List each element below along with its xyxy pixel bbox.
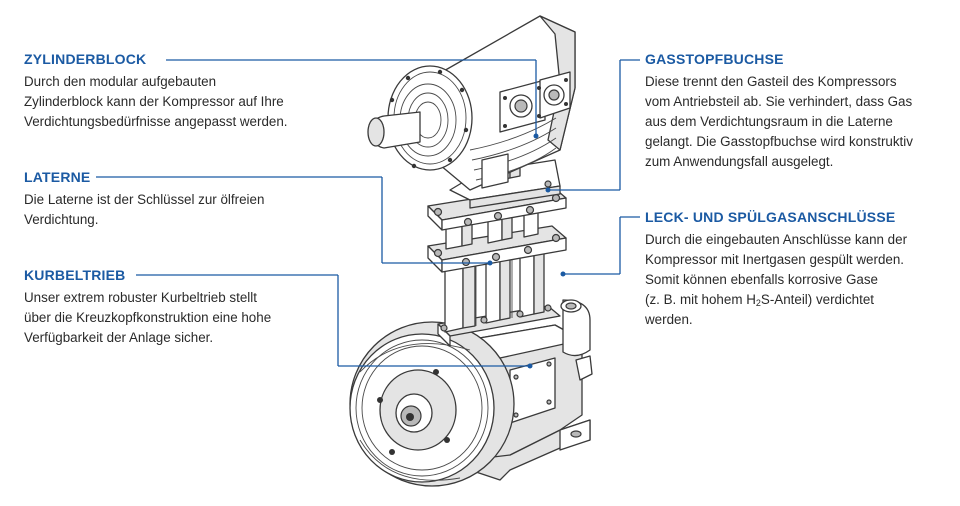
callout-line: vom Antriebsteil ab. Sie verhindert, das… (645, 94, 913, 109)
callout-text: Durch die eingebauten Anschlüsse kann de… (645, 230, 945, 330)
callout-title: LATERNE (24, 169, 91, 185)
callout-title: GASSTOPFBUCHSE (645, 51, 784, 67)
callout-line: zum Anwendungsfall ausgelegt. (645, 154, 834, 169)
callout-laterne: LATERNE Die Laterne ist der Schlüssel zu… (24, 168, 324, 230)
formula-subscript: 2 (755, 298, 761, 308)
callout-line: gelangt. Die Gasstopfbuchse wird konstru… (645, 134, 913, 149)
callout-line: Somit können ebenfalls korrosive Gase (645, 272, 878, 287)
flywheel (349, 321, 515, 487)
callout-line: Kompressor mit Inertgasen gespült werden… (645, 252, 905, 267)
callout-title: KURBELTRIEB (24, 267, 126, 283)
formula-after: S-Anteil) verdichtet (760, 292, 875, 307)
callout-leck-spuelgasanschluesse: LECK- UND SPÜLGASANSCHLÜSSE Durch die ei… (645, 208, 945, 330)
callout-line: Verdichtung. (24, 212, 99, 227)
callout-text: Diese trennt den Gasteil des Kompressors… (645, 72, 945, 172)
callout-line: über die Kreuzkopfkonstruktion eine hohe (24, 310, 272, 325)
callout-zylinderblock: ZYLINDERBLOCK Durch den modular aufgebau… (24, 50, 324, 132)
base-feet (469, 419, 591, 481)
callout-title: ZYLINDERBLOCK (24, 51, 147, 67)
callout-gasstopfbuchse: GASSTOPFBUCHSE Diese trennt den Gasteil … (645, 50, 945, 172)
callout-line: aus dem Verdichtungsraum in die Laterne (645, 114, 893, 129)
callout-text: Durch den modular aufgebauten Zylinderbl… (24, 72, 324, 132)
callout-kurbeltrieb: KURBELTRIEB Unser extrem robuster Kurbel… (24, 266, 324, 348)
callout-title: LECK- UND SPÜLGASANSCHLÜSSE (645, 209, 896, 225)
callout-line: Durch die eingebauten Anschlüsse kann de… (645, 232, 908, 247)
callout-line: Zylinderblock kann der Kompressor auf Ih… (24, 94, 284, 109)
callout-line: werden. (645, 312, 693, 327)
leader-lines (96, 59, 640, 369)
lantern (427, 185, 567, 347)
callout-line: Verdichtungsbedürfnisse angepasst werden… (24, 114, 288, 129)
callout-line: Diese trennt den Gasteil des Kompressors (645, 74, 897, 89)
callout-line: Die Laterne ist der Schlüssel zur ölfrei… (24, 192, 265, 207)
callout-line: Durch den modular aufgebauten (24, 74, 217, 89)
callout-line: Unser extrem robuster Kurbeltrieb stellt (24, 290, 257, 305)
formula-before: (z. B. mit hohem H (645, 292, 756, 307)
callout-text: Unser extrem robuster Kurbeltrieb stellt… (24, 288, 324, 348)
callout-line-formula: (z. B. mit hohem H2S-Anteil) verdichtet (645, 292, 875, 308)
callout-line: Verfügbarkeit der Anlage sicher. (24, 330, 214, 345)
callout-text: Die Laterne ist der Schlüssel zur ölfrei… (24, 190, 324, 230)
